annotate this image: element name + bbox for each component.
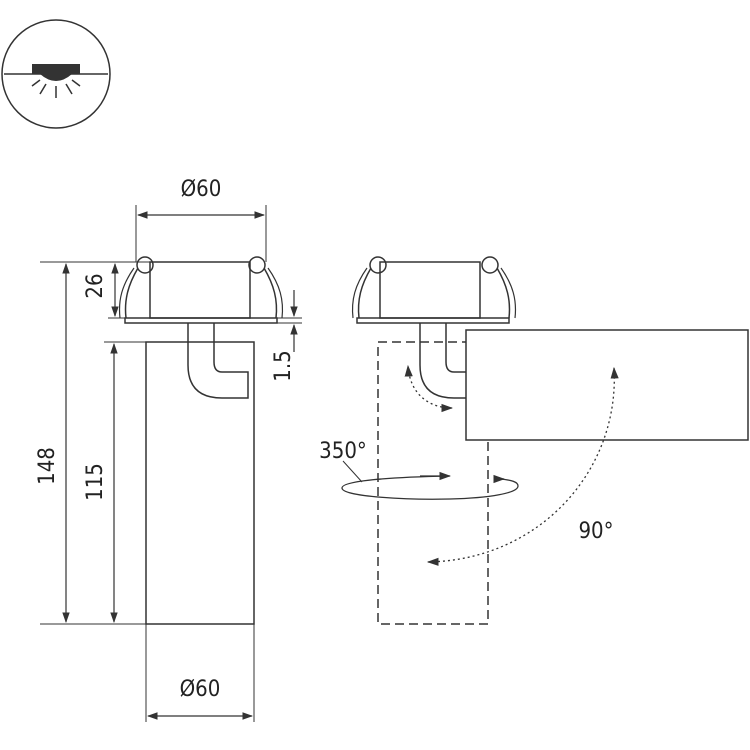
rotation-view — [341, 256, 749, 625]
dimension-top-diameter: Ø60 — [135, 177, 267, 262]
dimension-body-height: 115 — [83, 341, 146, 624]
top-diameter-label: Ø60 — [181, 177, 222, 202]
horizontal-rotation-label: 350° — [319, 439, 367, 464]
body-height-label: 115 — [83, 463, 108, 501]
recessed-ceiling-light-icon — [1, 19, 111, 129]
dimension-flange-height: 26 — [83, 262, 125, 319]
flange-thickness-label: 1.5 — [271, 350, 296, 381]
tilt-angle-label: 90° — [578, 519, 613, 544]
flange-height-label: 26 — [83, 273, 108, 298]
dimension-total-height: 148 — [35, 261, 150, 625]
dimension-flange-thickness: 1.5 — [271, 290, 302, 382]
front-view — [118, 256, 284, 625]
total-height-label: 148 — [35, 447, 60, 485]
bottom-diameter-label: Ø60 — [180, 677, 221, 702]
dimension-bottom-diameter: Ø60 — [145, 624, 255, 722]
